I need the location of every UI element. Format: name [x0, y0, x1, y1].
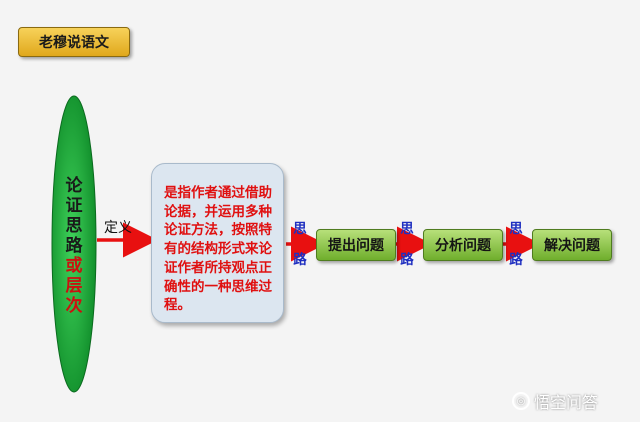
title-text: 老穆说语文 [39, 35, 109, 51]
ellipse-label: 论 证 思 路 或 层 次 [62, 176, 86, 316]
ellipse-char: 路 [65, 236, 83, 256]
ellipse-char: 思 [65, 216, 83, 236]
definition-box: 是指作者通过借助论据，并运用多种论证方法，按照特有的结构形式来论证作者所持观点正… [151, 163, 284, 323]
ellipse-char: 证 [65, 196, 83, 216]
definition-text: 是指作者通过借助论据，并运用多种论证方法，按照特有的结构形式来论证作者所持观点正… [164, 185, 272, 314]
ellipse-char: 论 [65, 176, 83, 196]
title-badge: 老穆说语文 [18, 27, 130, 57]
concept-ellipse [51, 95, 97, 393]
step-solve-question: 解决问题 [532, 229, 612, 261]
path-char: 路 [293, 252, 307, 268]
path-char: 路 [400, 252, 414, 268]
definition-label: 定义 [104, 220, 132, 236]
path-char: 思 [400, 221, 414, 237]
watermark: ◎ 悟空问答 [512, 389, 598, 413]
wukong-logo-icon: ◎ [512, 392, 530, 410]
ellipse-char: 层 [65, 276, 83, 296]
step-label: 提出问题 [328, 238, 384, 254]
watermark-text: 悟空问答 [534, 393, 599, 412]
path-label-1: 思 路 [292, 214, 308, 276]
step-analyze-question: 分析问题 [423, 229, 503, 261]
ellipse-char: 或 [65, 256, 83, 276]
path-char: 路 [509, 252, 523, 268]
path-char: 思 [293, 221, 307, 237]
path-label-3: 思 路 [508, 214, 524, 276]
ellipse-char: 次 [65, 296, 83, 316]
step-raise-question: 提出问题 [316, 229, 396, 261]
step-label: 分析问题 [435, 238, 491, 254]
path-label-2: 思 路 [399, 214, 415, 276]
step-label: 解决问题 [544, 238, 600, 254]
path-char: 思 [509, 221, 523, 237]
